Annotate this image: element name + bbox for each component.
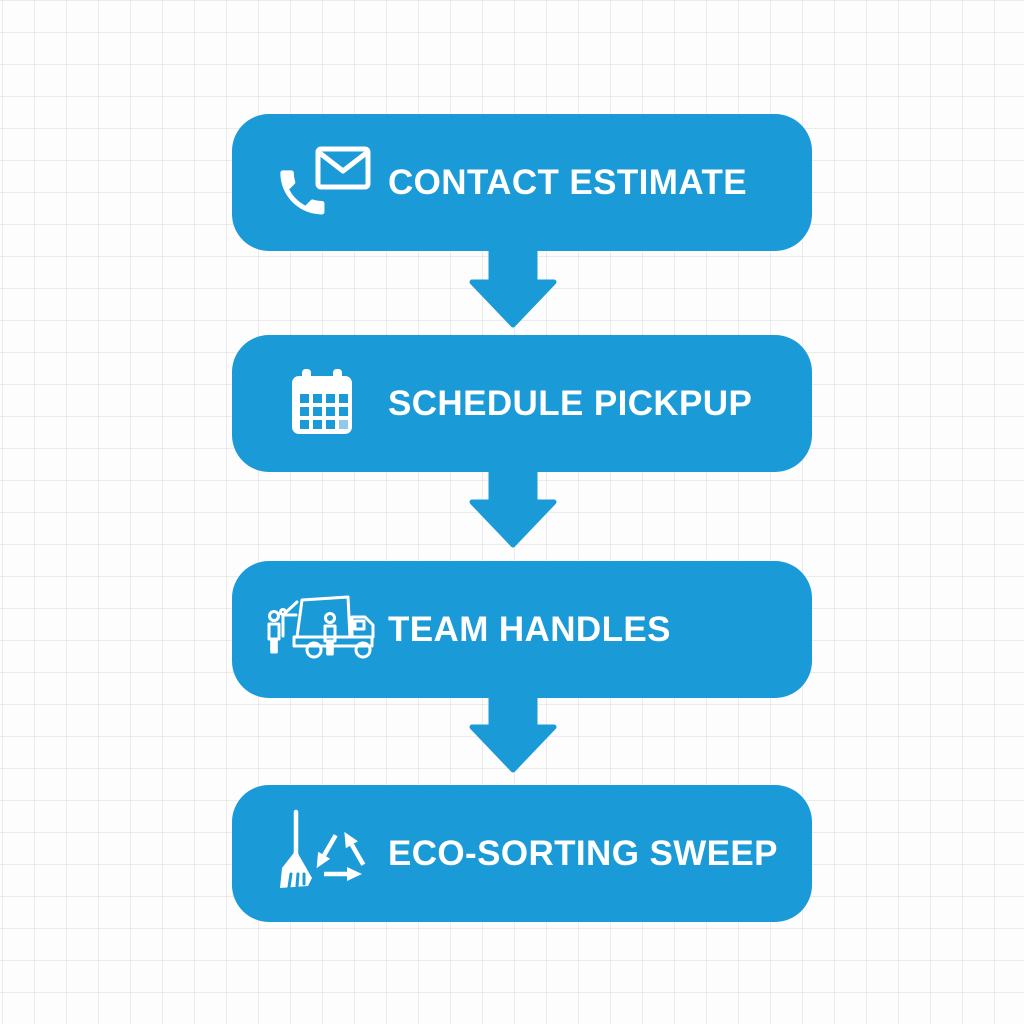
- step-4-icon-zone: [258, 808, 386, 900]
- garbage-truck-icon: [267, 595, 375, 658]
- phone-icon: [280, 169, 325, 214]
- calendar-icon: [292, 368, 352, 434]
- truck-cab-window: [353, 619, 366, 630]
- truck-cab: [350, 615, 375, 638]
- step-box-contact-estimate: CONTACT ESTIMATE: [232, 114, 812, 251]
- down-arrow-connector-3: [467, 694, 559, 774]
- broom-icon: [280, 809, 312, 888]
- step-box-eco-sorting-sweep: ECO-SORTING SWEEP: [232, 785, 812, 922]
- step-1-label: CONTACT ESTIMATE: [388, 162, 747, 202]
- worker-icon: [323, 611, 337, 655]
- down-arrow-icon: [469, 249, 557, 328]
- down-arrow-connector-2: [467, 469, 559, 549]
- phone-envelope-icon: [280, 146, 371, 214]
- down-arrow-icon: [469, 694, 557, 773]
- broom-recycle-icon: [280, 809, 366, 888]
- truck-wheel-rear: [305, 641, 323, 658]
- step-3-icon-zone: [258, 590, 386, 670]
- recycle-icon: [316, 831, 366, 881]
- step-4-label: ECO-SORTING SWEEP: [388, 833, 778, 873]
- step-box-schedule-pickup: SCHEDULE PICKPUP: [232, 335, 812, 472]
- truck-wheel-front: [354, 641, 372, 658]
- step-1-icon-zone: [258, 144, 386, 222]
- down-arrow-icon: [469, 469, 557, 548]
- step-box-team-handles: TEAM HANDLES: [232, 561, 812, 698]
- step-2-label: SCHEDULE PICKPUP: [388, 383, 753, 423]
- step-2-icon-zone: [258, 368, 386, 439]
- loader-arm: [279, 600, 299, 637]
- truck-chassis: [292, 635, 374, 647]
- down-arrow-connector-1: [467, 249, 559, 329]
- envelope-icon: [315, 146, 371, 189]
- step-3-label: TEAM HANDLES: [388, 609, 671, 649]
- worker-icon: [267, 609, 281, 653]
